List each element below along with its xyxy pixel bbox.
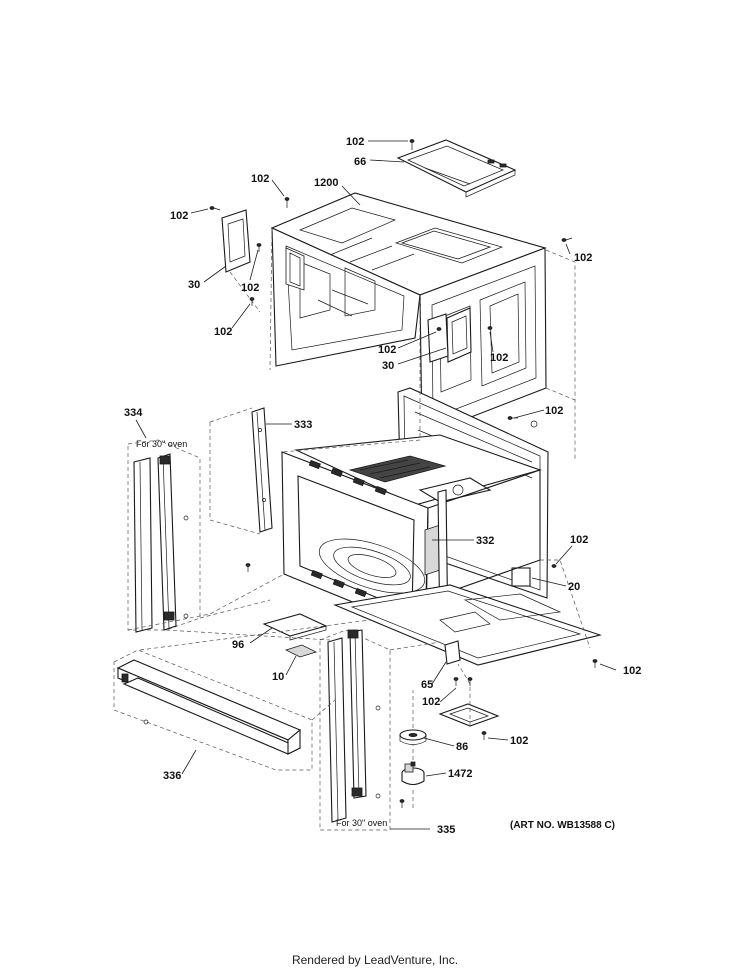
label-102: 102 [241, 282, 259, 294]
label-102: 102 [510, 735, 528, 747]
callout-labels: 102 66 102 1200 102 102 30 102 102 102 1… [124, 136, 641, 836]
part-1472-motor[interactable] [401, 761, 425, 786]
label-102: 102 [574, 252, 592, 264]
label-20: 20 [568, 581, 580, 593]
label-102: 102 [490, 352, 508, 364]
part-336-bottom-trim-kit[interactable] [113, 649, 313, 771]
base-panel[interactable] [333, 584, 602, 666]
label-1472: 1472 [448, 768, 472, 780]
part-335-side-trim-kit[interactable] [319, 629, 391, 831]
part-333-side-trim[interactable] [251, 407, 273, 533]
label-66: 66 [354, 156, 366, 168]
leader-lines [135, 140, 617, 830]
part-66-cover-plate[interactable] [396, 139, 517, 198]
label-336: 336 [163, 770, 181, 782]
label-102: 102 [545, 405, 563, 417]
label-86: 86 [456, 741, 468, 753]
part-10-label[interactable] [284, 644, 318, 658]
label-102: 102 [422, 696, 440, 708]
screws [209, 139, 598, 808]
note-for-30-oven: For 30" oven [136, 439, 187, 449]
label-102: 102 [251, 173, 269, 185]
label-332: 332 [476, 535, 494, 547]
label-102: 102 [623, 665, 641, 677]
label-65: 65 [421, 679, 433, 691]
alignment-lines [127, 227, 591, 808]
label-10: 10 [272, 671, 284, 683]
label-30: 30 [382, 360, 394, 372]
art-number: (ART NO. WB13588 C) [510, 820, 615, 831]
label-102: 102 [378, 344, 396, 356]
label-96: 96 [232, 639, 244, 651]
part-1200-outer-cabinet[interactable] [270, 192, 547, 437]
footer-credit: Rendered by LeadVenture, Inc. [291, 953, 459, 967]
part-334-side-trim-kit[interactable] [127, 439, 201, 633]
bottom-cover[interactable] [438, 703, 500, 727]
label-1200: 1200 [314, 177, 338, 189]
label-102: 102 [214, 326, 232, 338]
label-102: 102 [346, 136, 364, 148]
label-333: 333 [294, 419, 312, 431]
label-335: 335 [437, 824, 455, 836]
label-102: 102 [570, 534, 588, 546]
note-for-30-oven: For 30" oven [336, 818, 387, 828]
label-30: 30 [188, 279, 200, 291]
part-96-plate[interactable] [262, 613, 328, 641]
part-86-coupler[interactable] [399, 729, 427, 745]
part-30-right-gasket[interactable] [427, 313, 449, 363]
part-30-left-gasket[interactable] [221, 209, 251, 273]
label-102: 102 [170, 210, 188, 222]
label-334: 334 [124, 407, 143, 419]
